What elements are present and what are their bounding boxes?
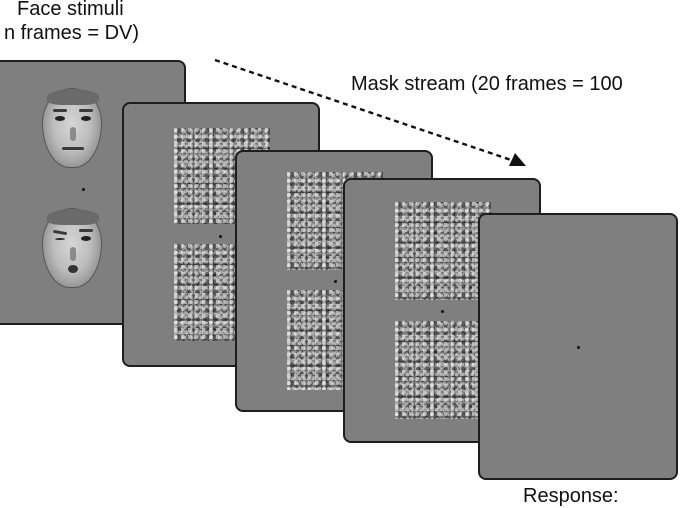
arrow-shaft xyxy=(214,58,515,163)
mask-noise-bottom xyxy=(395,321,491,419)
response-frame xyxy=(478,213,678,480)
fixation-point xyxy=(82,188,85,191)
face-expressive-image xyxy=(42,208,102,288)
arrow-head xyxy=(509,153,526,166)
fixation-point xyxy=(577,346,580,349)
fixation-point xyxy=(219,235,222,238)
mask-stream-label: Mask stream (20 frames = 100 xyxy=(351,73,623,95)
mask-noise-top xyxy=(395,202,491,300)
face-neutral-image xyxy=(42,88,102,168)
face-stimuli-frames: n frames = DV) xyxy=(4,22,140,44)
fixation-point xyxy=(441,310,444,313)
fixation-point xyxy=(334,280,337,283)
face-stimuli-title: Face stimuli xyxy=(17,0,124,20)
